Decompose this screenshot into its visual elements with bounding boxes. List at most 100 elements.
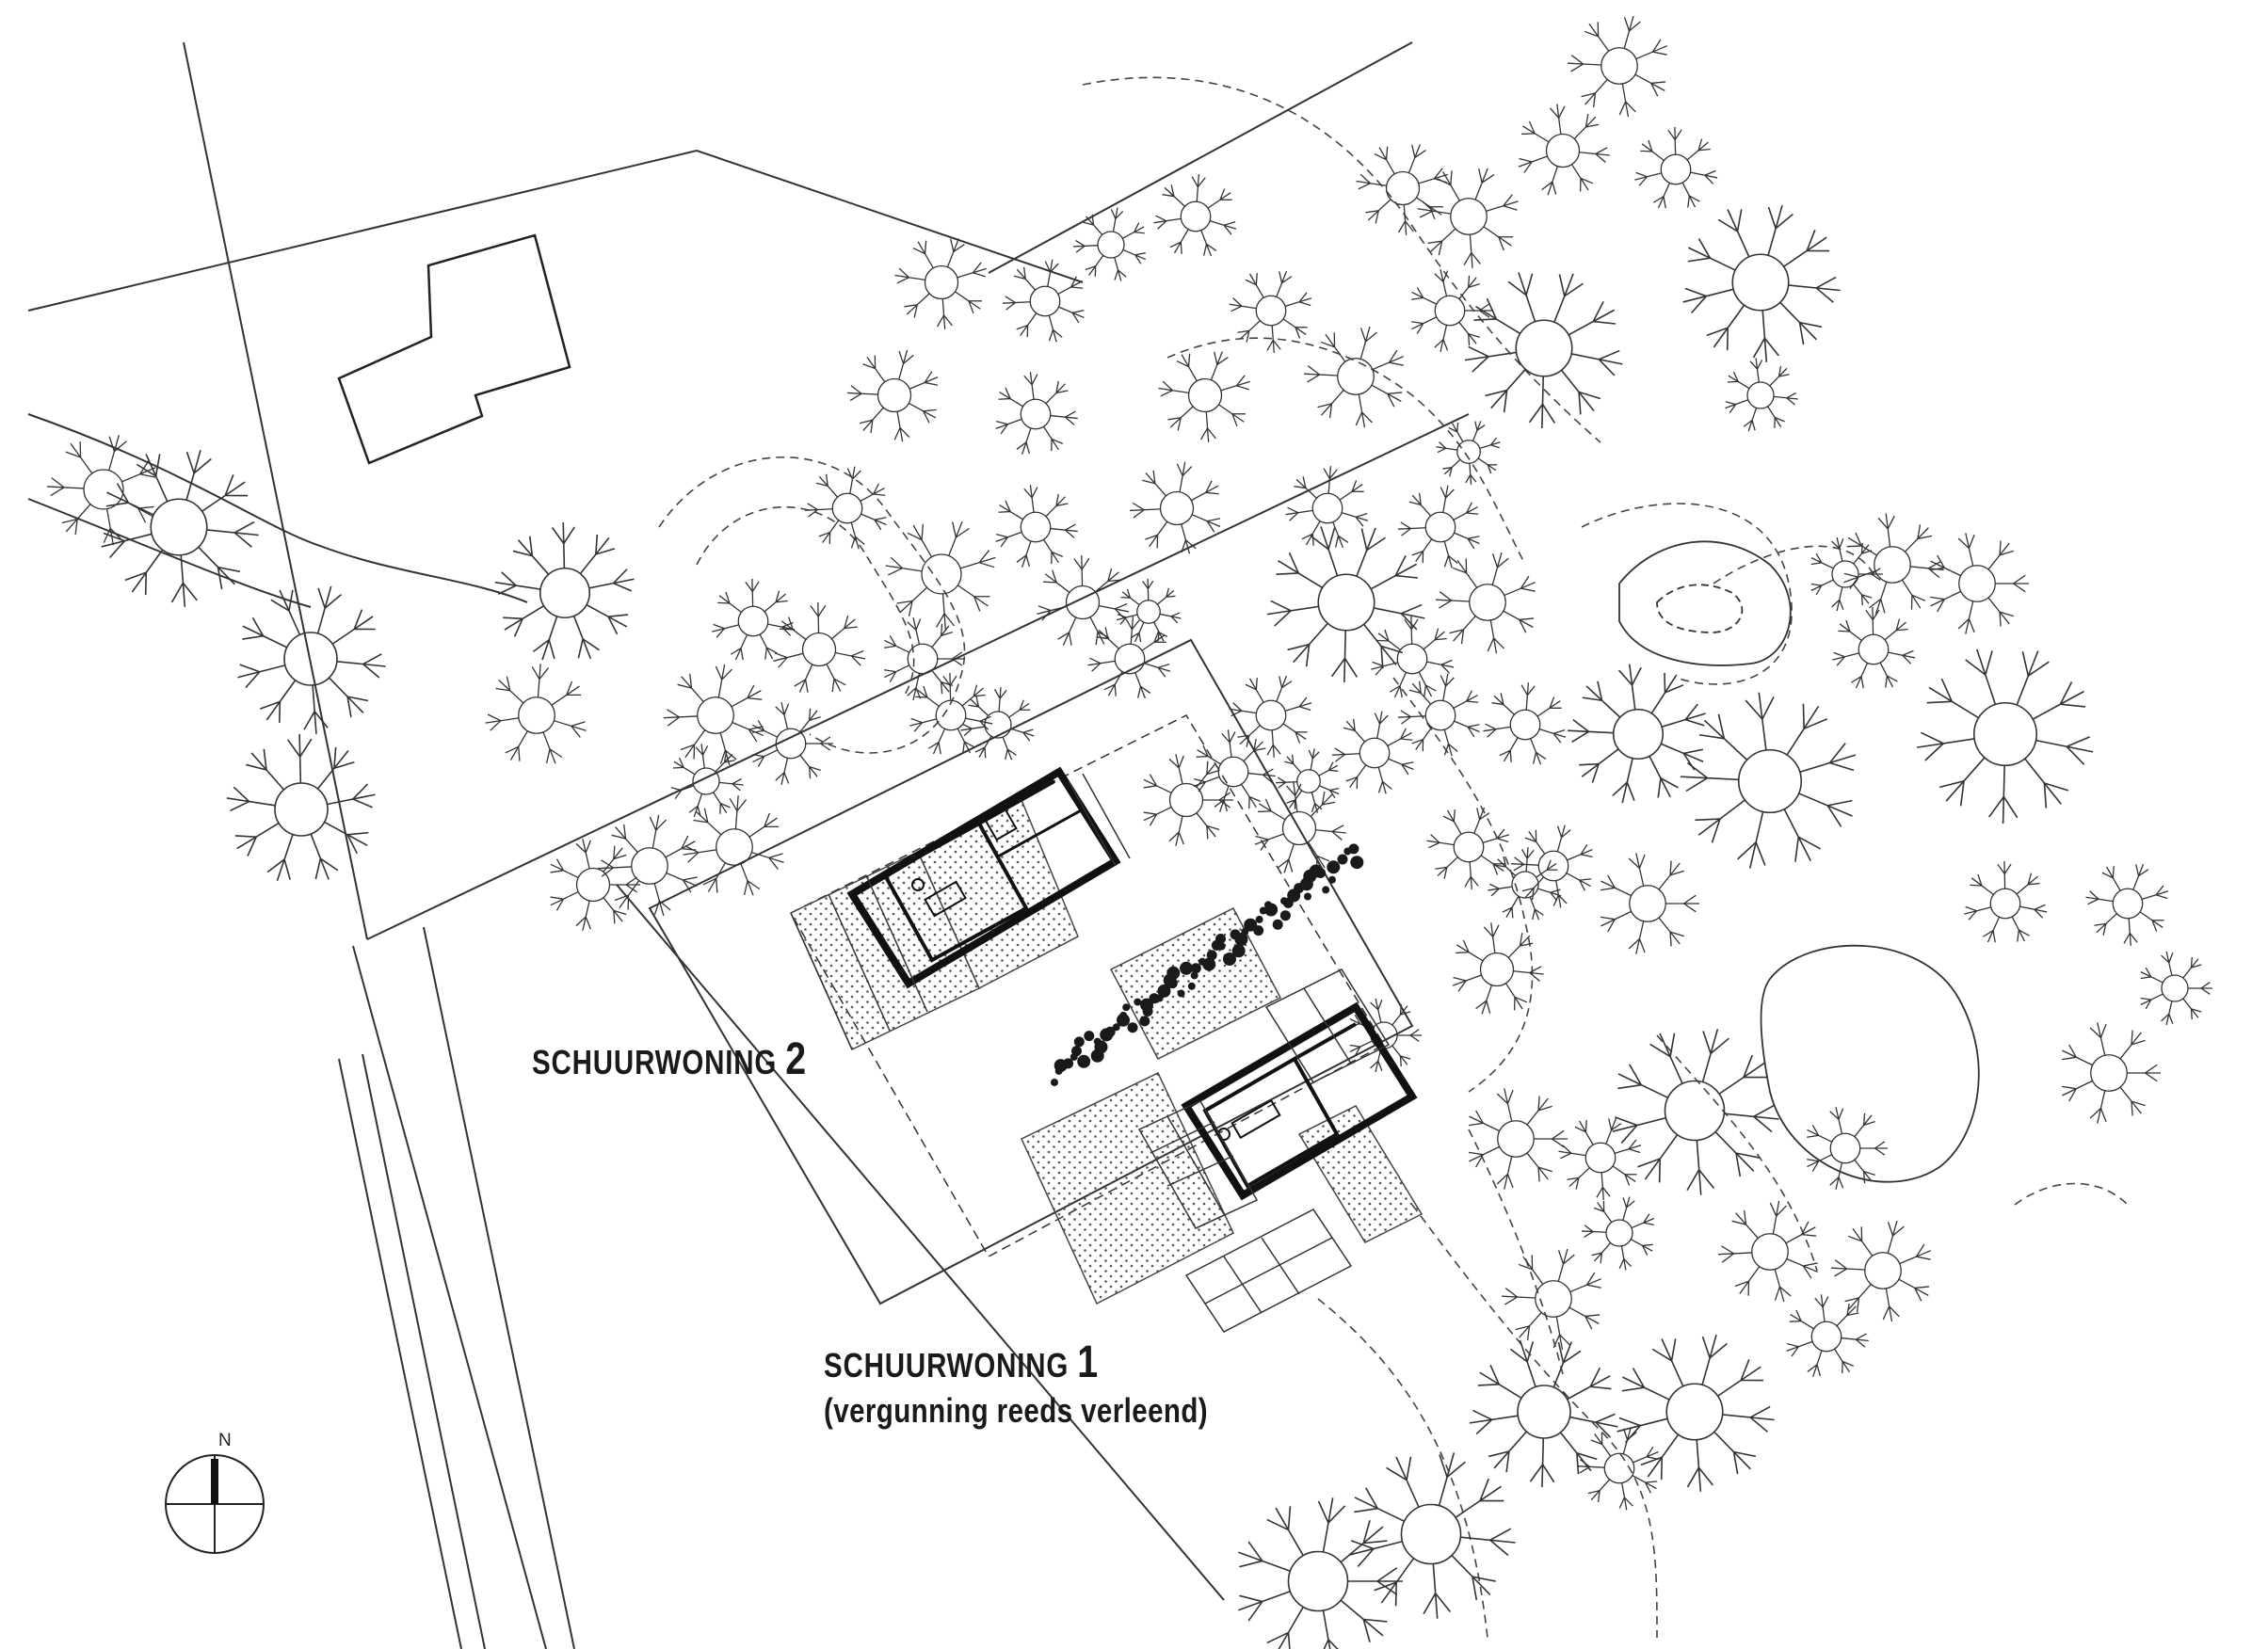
- tree-symbol: [1577, 1427, 1659, 1511]
- tree-symbol: [683, 795, 784, 896]
- tree-symbol: [237, 585, 386, 734]
- tree-symbol: [101, 449, 259, 607]
- tree-layer: [47, 15, 2212, 1649]
- hedge-shrub: [1331, 862, 1340, 871]
- hedge-shrub: [1244, 918, 1258, 932]
- house-1-note: (vergunning reeds verleend): [824, 1391, 1209, 1430]
- hedge-shrub: [1166, 966, 1181, 980]
- hedge-shrub: [1100, 1028, 1114, 1042]
- tree-symbol: [1348, 1452, 1516, 1619]
- north-arrow: [165, 1454, 265, 1554]
- tree-symbol: [1807, 1106, 1888, 1191]
- tree-symbol: [1398, 673, 1480, 757]
- hedge-shrub: [1328, 875, 1336, 884]
- hedge-shrub: [1122, 1003, 1131, 1012]
- hedge-shrub: [1294, 883, 1305, 894]
- tree-symbol: [1468, 1088, 1568, 1190]
- shrub-hedge: [1051, 843, 1364, 1086]
- tree-symbol: [226, 734, 376, 882]
- tree-symbol: [1356, 144, 1448, 235]
- hedge-shrub: [1157, 984, 1171, 998]
- hedge-shrub: [1279, 910, 1291, 921]
- tree-symbol: [712, 578, 796, 661]
- tree-symbol: [550, 839, 640, 931]
- tree-symbol: [960, 687, 1035, 760]
- tree-symbol: [1254, 781, 1346, 873]
- tree-symbol: [995, 485, 1078, 568]
- north-label: N: [218, 1431, 232, 1450]
- tree-symbol: [1786, 1294, 1869, 1377]
- hedge-shrub: [1190, 971, 1198, 980]
- house-1-label: SCHUURWONING 1: [824, 1337, 1099, 1388]
- tree-symbol: [894, 238, 987, 329]
- house-1-name: SCHUURWONING: [824, 1346, 1070, 1385]
- tree-symbol: [1130, 461, 1221, 554]
- tree-symbol: [1452, 922, 1544, 1015]
- hedge-shrub: [1264, 901, 1272, 909]
- tree-symbol: [1682, 204, 1841, 362]
- tree-symbol: [1158, 351, 1250, 442]
- tree-symbol: [1436, 421, 1501, 485]
- tree-symbol: [1558, 1117, 1642, 1200]
- tree-symbol: [1116, 578, 1182, 643]
- neighbour-building: [337, 233, 571, 465]
- hedge-shrub: [1077, 1054, 1091, 1068]
- hedge-shrub: [1350, 856, 1364, 870]
- hedge-shrub: [1127, 1022, 1138, 1033]
- tree-symbol: [1143, 754, 1233, 846]
- hedge-shrub: [1215, 934, 1226, 944]
- tree-symbol: [1193, 729, 1276, 812]
- tree-symbol: [1332, 711, 1414, 794]
- hedge-shrub: [1272, 919, 1283, 930]
- house-2-plan: [790, 766, 1131, 1050]
- hedge-shrub: [1337, 854, 1348, 865]
- tree-symbol: [847, 349, 939, 442]
- tree-symbol: [1617, 1334, 1775, 1492]
- tree-symbol: [1266, 526, 1425, 682]
- tree-symbol: [1087, 616, 1171, 699]
- tree-symbol: [1612, 1029, 1779, 1195]
- tree-symbol: [494, 522, 635, 661]
- tree-symbol: [670, 744, 744, 818]
- tree-symbol: [1304, 326, 1404, 428]
- hedge-shrub: [1190, 963, 1201, 974]
- hedge-shrub: [1231, 944, 1246, 958]
- tree-symbol: [773, 601, 866, 693]
- hedge-shrub: [1255, 915, 1263, 923]
- house-2-name: SCHUURWONING: [532, 1043, 778, 1081]
- hedge-shrub: [1206, 950, 1217, 961]
- tree-symbol: [1349, 998, 1422, 1073]
- hedge-shrub: [1134, 998, 1142, 1006]
- hedge-shrub: [1177, 989, 1185, 998]
- hedge-shrub: [1234, 933, 1248, 946]
- tree-symbol: [1681, 692, 1857, 869]
- tree-symbol: [1568, 664, 1706, 804]
- hedge-shrub: [1198, 957, 1206, 966]
- tree-symbol: [885, 520, 996, 631]
- tree-symbol: [995, 372, 1078, 455]
- tree-symbol: [2061, 1022, 2161, 1124]
- tree-symbol: [1502, 1248, 1601, 1351]
- tree-symbol: [47, 435, 156, 546]
- house-2-number: 2: [785, 1034, 807, 1084]
- tree-symbol: [1436, 552, 1536, 654]
- tree-symbol: [1964, 860, 2048, 943]
- tree-symbol: [1718, 1200, 1818, 1303]
- house-1-number: 1: [1077, 1337, 1099, 1387]
- hedge-shrub: [1149, 993, 1160, 1004]
- tree-symbol: [1582, 1196, 1655, 1271]
- tree-symbol: [1634, 126, 1718, 209]
- tree-symbol: [1276, 748, 1340, 813]
- tree-symbol: [1568, 15, 1667, 118]
- hedge-shrub: [1051, 1079, 1058, 1086]
- tree-symbol: [1073, 207, 1147, 281]
- hedge-shrub: [1187, 982, 1196, 990]
- tree-symbol: [1483, 682, 1567, 765]
- tree-symbol: [1238, 1497, 1403, 1649]
- tree-symbol: [805, 466, 887, 550]
- house-1-plan: [1137, 969, 1418, 1333]
- tree-symbol: [1411, 268, 1492, 353]
- tree-symbol: [909, 672, 993, 755]
- hedge-shrub: [1139, 1016, 1150, 1027]
- house-2-label: SCHUURWONING 2: [532, 1033, 807, 1085]
